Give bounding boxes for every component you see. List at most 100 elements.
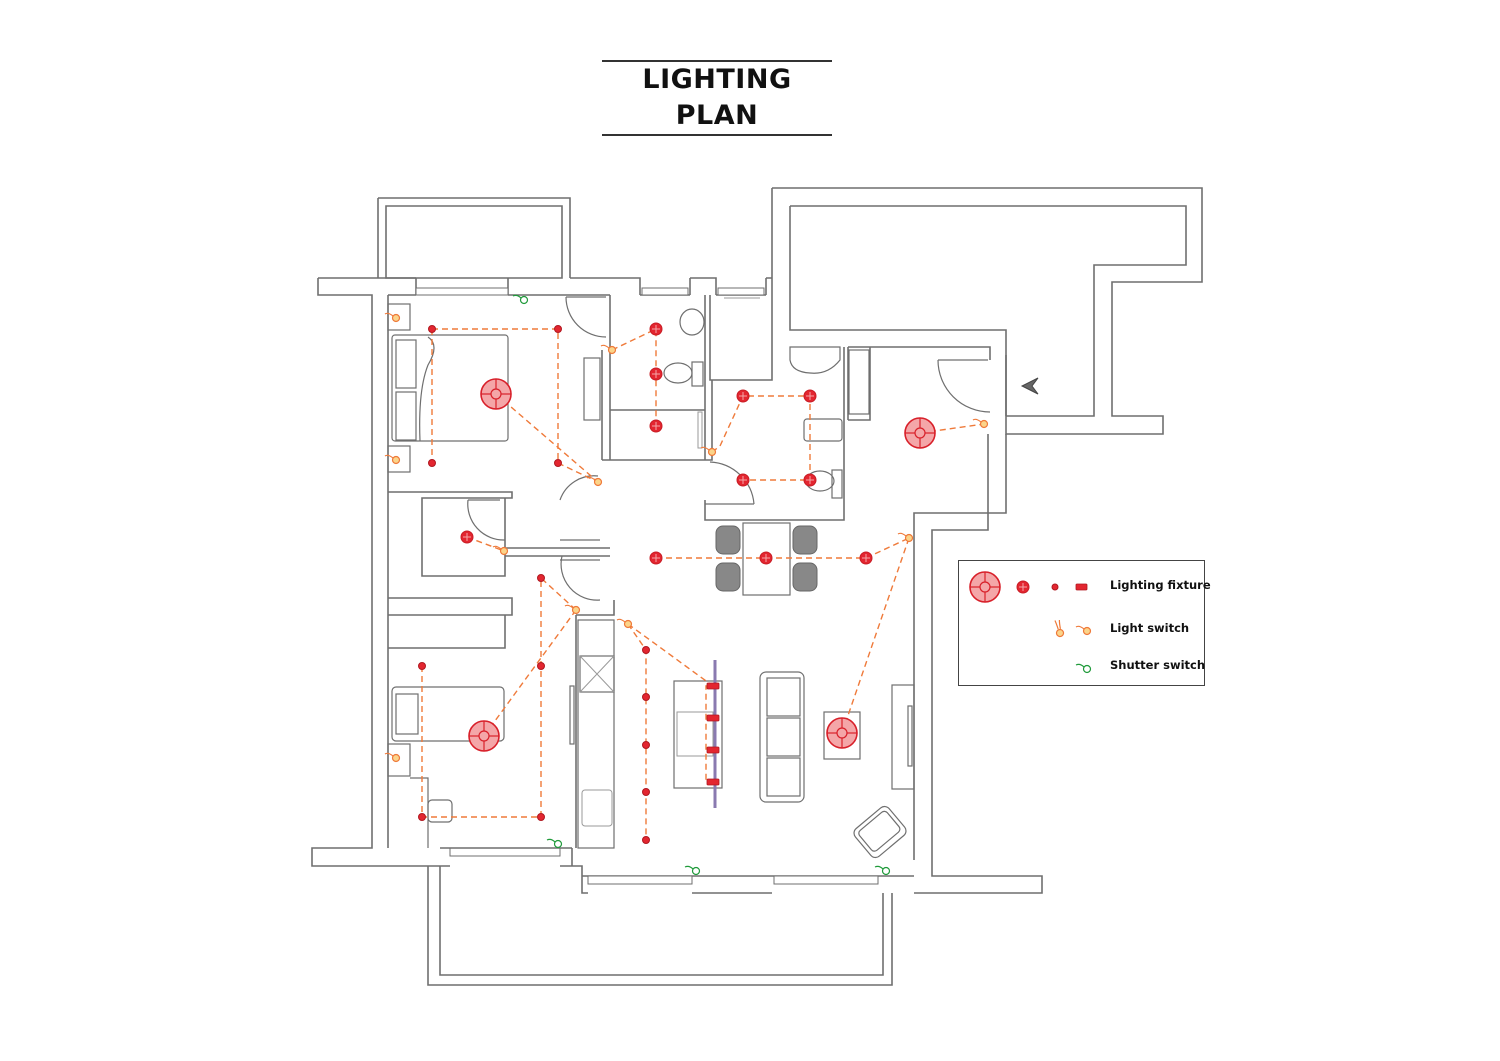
legend-label-light-switch: Light switch bbox=[1110, 621, 1190, 635]
kitchen-linear-light-icon bbox=[706, 778, 720, 786]
kitchen-counter bbox=[577, 619, 615, 849]
dining-chairs bbox=[715, 525, 818, 592]
legend-spot-light-icon bbox=[1051, 583, 1059, 591]
sofa-cushion-3 bbox=[766, 757, 801, 797]
kitchen-shutter-switch-icon[interactable] bbox=[684, 865, 701, 876]
toilet-tank-1 bbox=[691, 361, 704, 387]
pillow-2 bbox=[395, 391, 417, 441]
dining-downlight-icon bbox=[759, 551, 773, 565]
wire-kitchen bbox=[627, 623, 716, 840]
sofa-cushion-2 bbox=[766, 717, 801, 757]
desk-chair bbox=[427, 799, 453, 823]
bathroom-2-downlight-icon bbox=[803, 389, 817, 403]
window-bottom-1 bbox=[449, 847, 561, 857]
bathroom-2-downlight-icon bbox=[803, 473, 817, 487]
bidet bbox=[803, 418, 843, 442]
entrance-hall-large-ceiling-light-icon bbox=[904, 417, 936, 449]
bathroom-1-light-switch-icon[interactable] bbox=[600, 344, 617, 355]
fridge-cross bbox=[579, 655, 615, 693]
kitchen-spot-light-icon bbox=[642, 836, 650, 844]
fridge bbox=[579, 655, 615, 693]
wall-outer-left bbox=[311, 277, 428, 867]
pillow-1 bbox=[395, 339, 417, 389]
title-rule-bottom bbox=[602, 134, 832, 136]
title-rule-top bbox=[602, 60, 832, 62]
legend-symbols bbox=[969, 571, 1092, 674]
bathroom-1-downlight-icon bbox=[649, 367, 663, 381]
kitchen-linear-light-icon bbox=[706, 714, 720, 722]
master-bedroom-spot-light-icon bbox=[428, 459, 436, 467]
kitchen-window-frame bbox=[569, 685, 575, 745]
wall-bottom bbox=[427, 865, 914, 986]
bedroom-2-spot-light-icon bbox=[537, 574, 545, 582]
bedroom-2-spot-light-icon bbox=[537, 662, 545, 670]
toilet-tank-2 bbox=[831, 469, 843, 499]
north-arrow-icon bbox=[1020, 377, 1039, 395]
pillow-bed-2 bbox=[395, 693, 419, 735]
entrance-hall-light-switch-icon[interactable] bbox=[972, 418, 989, 429]
dining-downlight-icon bbox=[649, 551, 663, 565]
window-bottom-2 bbox=[587, 875, 693, 885]
title-text: LIGHTING PLAN bbox=[642, 64, 792, 131]
door-hall-1 bbox=[559, 475, 600, 541]
wall-partitions bbox=[388, 295, 871, 848]
door-entrance bbox=[937, 359, 991, 413]
bedroom-2-spot-light-icon bbox=[537, 813, 545, 821]
kitchen-spot-light-icon bbox=[642, 741, 650, 749]
window-bottom-3 bbox=[773, 875, 879, 885]
bathroom-2-downlight-icon bbox=[736, 473, 750, 487]
doors bbox=[467, 296, 991, 601]
living-room-large-ceiling-light-icon bbox=[826, 717, 858, 749]
kitchen-sink bbox=[581, 789, 613, 827]
window-top-1 bbox=[415, 287, 509, 296]
sofa bbox=[759, 671, 805, 803]
legend-large-ceiling-light-icon bbox=[969, 571, 1001, 603]
coffee-table bbox=[823, 711, 861, 760]
living-room-shutter-switch-icon[interactable] bbox=[874, 865, 891, 876]
legend-double-light-switch-icon bbox=[1054, 619, 1065, 638]
shoe-cabinet bbox=[848, 349, 870, 415]
bedroom-2-spot-light-icon bbox=[418, 813, 426, 821]
shower-drain bbox=[697, 411, 703, 449]
cooktop bbox=[676, 711, 714, 757]
master-bedroom-shutter-switch-icon[interactable] bbox=[512, 294, 529, 305]
kitchen-light-switch-icon[interactable] bbox=[616, 618, 633, 629]
wire-bath-2 bbox=[711, 395, 811, 481]
bedroom-2-large-ceiling-light-icon bbox=[468, 720, 500, 752]
legend-single-light-switch-icon bbox=[1075, 625, 1092, 636]
desk bbox=[410, 777, 429, 848]
bathroom-1-downlight-icon bbox=[649, 419, 663, 433]
bed-2 bbox=[391, 686, 505, 742]
bathroom-2-light-switch-icon[interactable] bbox=[700, 446, 717, 457]
nightstand-2 bbox=[387, 445, 411, 473]
wire-bedroom-2 bbox=[421, 576, 577, 818]
nightstand-bed-2 bbox=[387, 743, 411, 777]
door-master-bedroom bbox=[565, 296, 607, 338]
wire-bath-1 bbox=[611, 327, 657, 426]
legend-shutter-switch-icon bbox=[1075, 663, 1092, 674]
legend-label-lighting-fixture: Lighting fixture bbox=[1110, 578, 1211, 592]
dining-downlight-icon bbox=[859, 551, 873, 565]
bathroom-2-downlight-icon bbox=[736, 389, 750, 403]
toilet-bath-1 bbox=[663, 362, 693, 384]
sofa-cushion-1 bbox=[766, 677, 801, 717]
closet-downlight-icon bbox=[460, 530, 474, 544]
bedroom-2-light-switch-icon[interactable] bbox=[384, 752, 401, 763]
wall-entry bbox=[847, 346, 1007, 420]
window-top-3 bbox=[717, 287, 765, 296]
dining-table bbox=[742, 522, 791, 596]
master-bedroom-spot-light-icon bbox=[554, 325, 562, 333]
sink-bath-2 bbox=[789, 346, 841, 374]
tv bbox=[907, 705, 913, 767]
bedroom-2-shutter-switch-icon[interactable] bbox=[546, 838, 563, 849]
kitchen-spot-light-icon bbox=[642, 788, 650, 796]
lighting-fixtures bbox=[418, 322, 936, 844]
kitchen-linear-light-icon bbox=[706, 682, 720, 690]
window-top-2 bbox=[641, 287, 689, 296]
master-bedroom-light-switch-icon[interactable] bbox=[384, 454, 401, 465]
master-bedroom-light-switch-icon[interactable] bbox=[384, 312, 401, 323]
master-bedroom-spot-light-icon bbox=[428, 325, 436, 333]
wire-master-bedroom bbox=[431, 328, 599, 483]
nightstand-1 bbox=[387, 303, 411, 331]
